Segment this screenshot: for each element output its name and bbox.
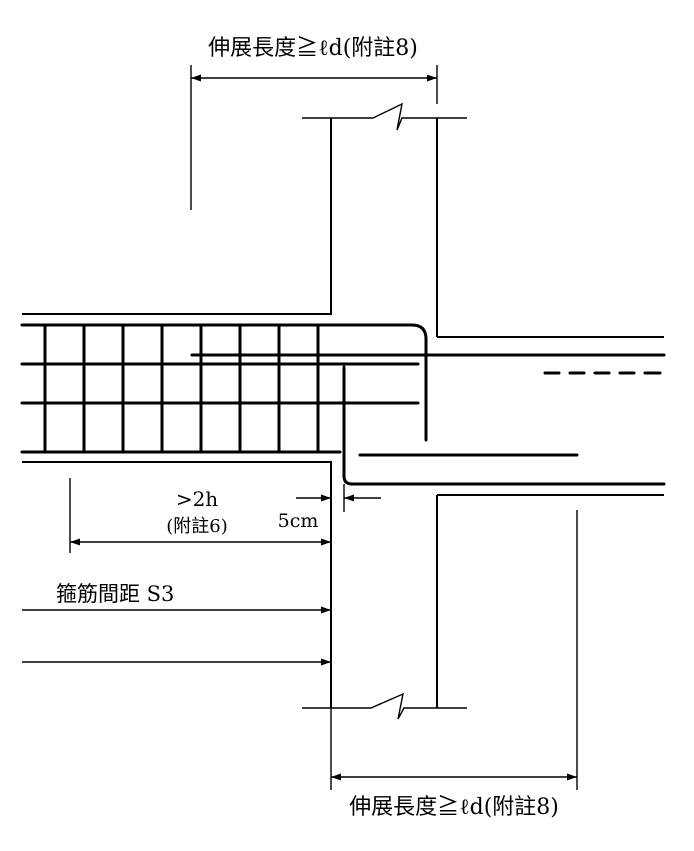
five-cm-dimension <box>296 484 381 512</box>
bottom-development-dimension <box>330 510 578 790</box>
two-h-dimension <box>69 478 331 553</box>
stirrup-spacing-label: 箍筋間距 S3 <box>56 582 174 606</box>
five-cm-label: 5cm <box>278 510 319 532</box>
bottom-development-label: 伸展長度≧ℓd(附註8) <box>349 795 559 820</box>
upper-column-outline <box>22 102 664 338</box>
stirrup-spacing-arrows <box>22 606 331 666</box>
note6-label: (附註6) <box>166 516 228 537</box>
two-h-label: >2h <box>176 487 218 511</box>
lower-column-outline <box>22 461 664 720</box>
top-development-label: 伸展長度≧ℓd(附註8) <box>208 36 418 61</box>
beam-reinforcement <box>20 323 666 486</box>
stirrups <box>43 323 320 454</box>
top-development-dimension <box>190 65 438 210</box>
